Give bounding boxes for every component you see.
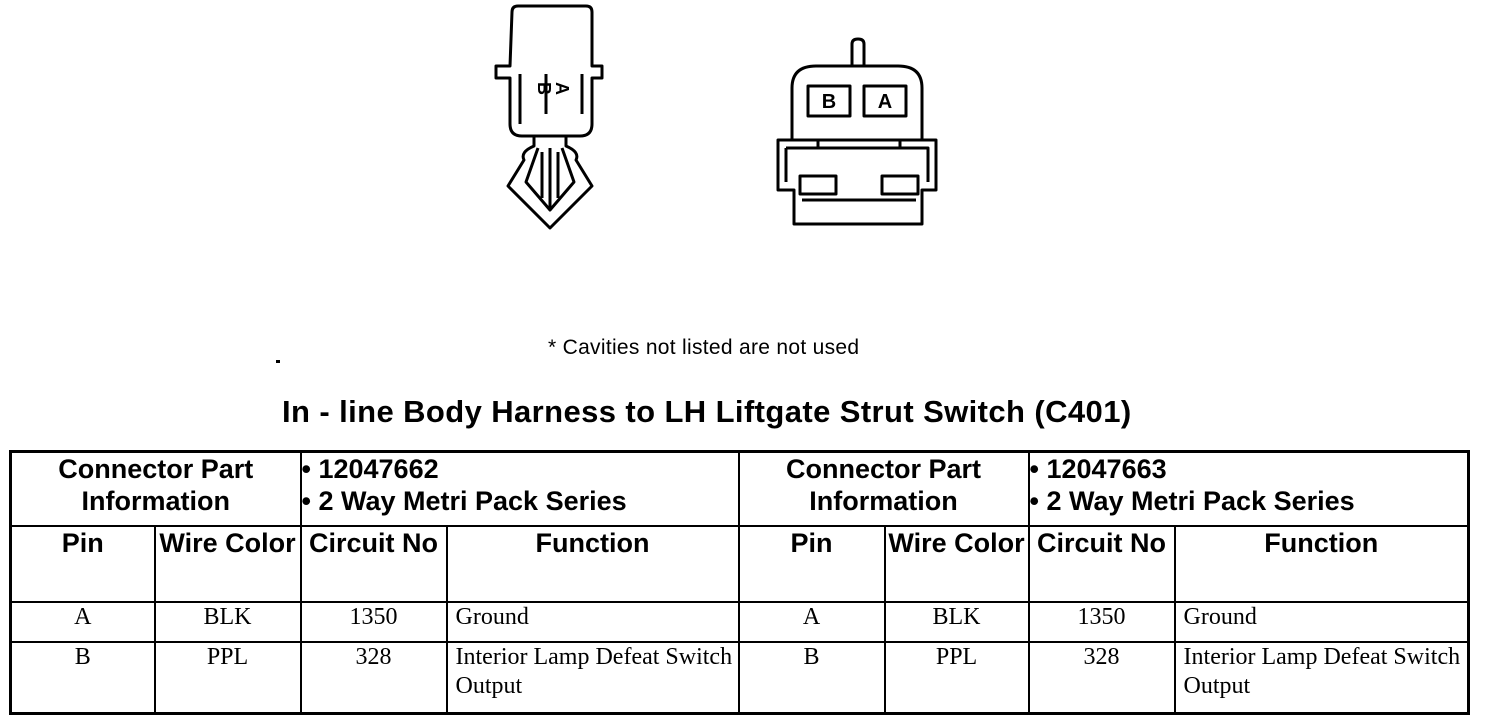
cavity-label-a: A [878, 91, 892, 113]
wire-color-cell: PPL [883, 641, 1030, 715]
wire-color-cell: BLK [153, 601, 302, 643]
circuit-no-cell: 328 [1027, 641, 1176, 715]
part-info-values: • 12047662 • 2 Way Metri Pack Series [299, 450, 740, 527]
part-number: • 12047663 [1029, 454, 1167, 484]
pin-cell: A [9, 601, 156, 643]
pinout-table: Connector Part Information • 12047662 • … [9, 450, 1471, 715]
part-info-label: Connector Part Information [9, 450, 302, 527]
connector-face-view-icon: B A [776, 37, 938, 226]
pin-cell: B [737, 641, 886, 715]
function-cell: Ground [1173, 601, 1470, 643]
function-cell: Interior Lamp Defeat Switch Output [1173, 641, 1470, 715]
header-circuit-no: Circuit No [1027, 525, 1176, 603]
wire-color-cell: BLK [883, 601, 1030, 643]
table-row: A BLK 1350 Ground A BLK 1350 Ground [9, 601, 1470, 643]
header-pin: Pin [737, 525, 886, 603]
connector-series: • 2 Way Metri Pack Series [1029, 486, 1355, 516]
header-wire-color: Wire Color [153, 525, 302, 603]
page-title: In - line Body Harness to LH Liftgate St… [282, 394, 1132, 429]
column-header-row: Pin Wire Color Circuit No Function Pin W… [9, 525, 1470, 603]
header-wire-color: Wire Color [883, 525, 1030, 603]
connector-series: • 2 Way Metri Pack Series [301, 486, 627, 516]
cavity-note: * Cavities not listed are not used [548, 336, 860, 359]
cavity-label-b: B [534, 82, 554, 95]
circuit-no-cell: 1350 [1027, 601, 1176, 643]
pin-cell: B [9, 641, 156, 715]
part-number: • 12047662 [301, 454, 439, 484]
wire-color-cell: PPL [153, 641, 302, 715]
table-row: B PPL 328 Interior Lamp Defeat Switch Ou… [9, 641, 1470, 715]
circuit-no-cell: 1350 [299, 601, 448, 643]
pin-cell: A [737, 601, 886, 643]
part-info-label: Connector Part Information [737, 450, 1030, 527]
header-function: Function [445, 525, 740, 603]
header-pin: Pin [9, 525, 156, 603]
circuit-no-cell: 328 [299, 641, 448, 715]
cavity-label-a: A [552, 82, 572, 95]
stray-mark [276, 360, 280, 363]
connector-side-view-icon: B A [494, 4, 604, 230]
header-function: Function [1173, 525, 1470, 603]
cavity-label-b: B [822, 91, 836, 113]
function-cell: Interior Lamp Defeat Switch Output [445, 641, 740, 715]
header-circuit-no: Circuit No [299, 525, 448, 603]
part-info-row: Connector Part Information • 12047662 • … [9, 450, 1470, 527]
function-cell: Ground [445, 601, 740, 643]
part-info-values: • 12047663 • 2 Way Metri Pack Series [1027, 450, 1470, 527]
